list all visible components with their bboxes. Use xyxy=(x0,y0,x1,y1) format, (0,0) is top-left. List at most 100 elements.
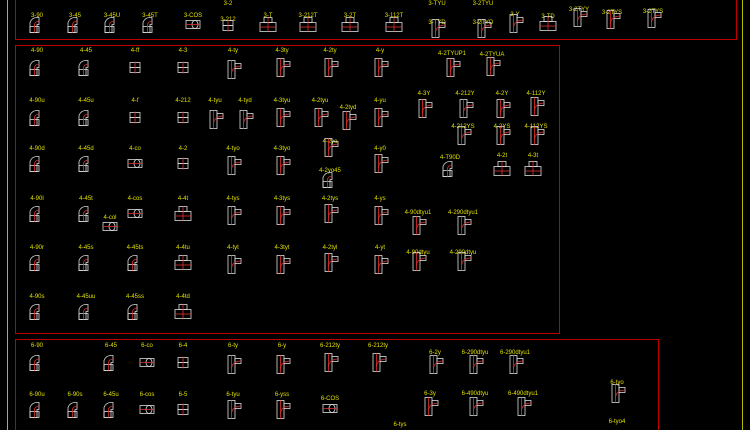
pipe-fitting-block-icon[interactable] xyxy=(102,15,122,40)
pipe-fitting-block-icon[interactable] xyxy=(320,204,340,229)
pipe-fitting-block-icon[interactable] xyxy=(27,253,47,278)
pipe-fitting-block-icon[interactable] xyxy=(513,397,533,422)
pipe-fitting-block-icon[interactable] xyxy=(384,15,404,40)
pipe-fitting-block-icon[interactable] xyxy=(408,252,428,277)
pipe-fitting-block-icon[interactable] xyxy=(173,353,193,378)
pipe-fitting-block-icon[interactable] xyxy=(27,302,47,327)
pipe-fitting-block-icon[interactable] xyxy=(643,9,663,34)
pipe-fitting-block-icon[interactable] xyxy=(492,126,512,151)
pipe-fitting-block-icon[interactable] xyxy=(453,252,473,277)
pipe-fitting-block-icon[interactable] xyxy=(408,216,428,241)
pipe-fitting-block-icon[interactable] xyxy=(340,15,360,40)
pipe-fitting-block-icon[interactable] xyxy=(140,15,160,40)
pipe-fitting-block-icon[interactable] xyxy=(125,58,145,83)
pipe-fitting-block-icon[interactable] xyxy=(223,156,243,181)
pipe-fitting-block-icon[interactable] xyxy=(538,14,558,39)
pipe-fitting-block-icon[interactable] xyxy=(453,126,473,151)
pipe-fitting-block-icon[interactable] xyxy=(526,126,546,151)
pipe-fitting-block-icon[interactable] xyxy=(27,400,47,425)
pipe-fitting-block-icon[interactable] xyxy=(27,15,47,40)
pipe-fitting-block-icon[interactable] xyxy=(272,255,292,280)
pipe-fitting-block-icon[interactable] xyxy=(27,204,47,229)
pipe-fitting-block-icon[interactable] xyxy=(223,255,243,280)
pipe-fitting-block-icon[interactable] xyxy=(320,170,340,195)
pipe-fitting-block-icon[interactable] xyxy=(442,58,462,83)
pipe-fitting-block-icon[interactable] xyxy=(370,108,390,133)
pipe-fitting-block-icon[interactable] xyxy=(368,353,388,378)
pipe-fitting-block-icon[interactable] xyxy=(338,111,358,136)
pipe-fitting-block-icon[interactable] xyxy=(76,58,96,83)
pipe-fitting-block-icon[interactable] xyxy=(320,353,340,378)
pipe-fitting-block-icon[interactable] xyxy=(65,400,85,425)
pipe-fitting-block-icon[interactable] xyxy=(320,253,340,278)
pipe-fitting-block-icon[interactable] xyxy=(173,253,193,278)
pipe-fitting-block-icon[interactable] xyxy=(125,204,145,229)
pipe-fitting-block-icon[interactable] xyxy=(218,16,238,41)
pipe-fitting-block-icon[interactable] xyxy=(370,206,390,231)
pipe-fitting-block-icon[interactable] xyxy=(370,255,390,280)
pipe-fitting-block-icon[interactable] xyxy=(173,58,193,83)
pipe-fitting-block-icon[interactable] xyxy=(414,99,434,124)
pipe-fitting-block-icon[interactable] xyxy=(101,353,121,378)
pipe-fitting-block-icon[interactable] xyxy=(137,400,157,425)
pipe-fitting-block-icon[interactable] xyxy=(569,8,589,33)
pipe-fitting-block-icon[interactable] xyxy=(65,15,85,40)
pipe-fitting-block-icon[interactable] xyxy=(473,19,493,44)
pipe-fitting-block-icon[interactable] xyxy=(453,216,473,241)
pipe-fitting-block-icon[interactable] xyxy=(125,302,145,327)
pipe-fitting-block-icon[interactable] xyxy=(101,400,121,425)
pipe-fitting-block-icon[interactable] xyxy=(310,108,330,133)
pipe-fitting-block-icon[interactable] xyxy=(320,138,340,163)
pipe-fitting-block-icon[interactable] xyxy=(272,108,292,133)
pipe-fitting-block-icon[interactable] xyxy=(523,159,543,184)
pipe-fitting-block-icon[interactable] xyxy=(125,154,145,179)
pipe-fitting-block-icon[interactable] xyxy=(370,154,390,179)
pipe-fitting-block-icon[interactable] xyxy=(173,154,193,179)
pipe-fitting-block-icon[interactable] xyxy=(492,99,512,124)
pipe-fitting-block-icon[interactable] xyxy=(173,400,193,425)
pipe-fitting-block-icon[interactable] xyxy=(258,15,278,40)
pipe-fitting-block-icon[interactable] xyxy=(173,108,193,133)
pipe-fitting-block-icon[interactable] xyxy=(27,108,47,133)
pipe-fitting-block-icon[interactable] xyxy=(223,355,243,380)
pipe-fitting-block-icon[interactable] xyxy=(492,159,512,184)
pipe-fitting-block-icon[interactable] xyxy=(272,58,292,83)
pipe-fitting-block-icon[interactable] xyxy=(27,353,47,378)
pipe-fitting-block-icon[interactable] xyxy=(272,400,292,425)
pipe-fitting-block-icon[interactable] xyxy=(76,302,96,327)
pipe-fitting-block-icon[interactable] xyxy=(440,159,460,184)
pipe-fitting-block-icon[interactable] xyxy=(76,204,96,229)
pipe-fitting-block-icon[interactable] xyxy=(223,60,243,85)
pipe-fitting-block-icon[interactable] xyxy=(427,19,447,44)
pipe-fitting-block-icon[interactable] xyxy=(27,154,47,179)
pipe-fitting-block-icon[interactable] xyxy=(223,206,243,231)
pipe-fitting-block-icon[interactable] xyxy=(602,10,622,35)
pipe-fitting-block-icon[interactable] xyxy=(125,108,145,133)
pipe-fitting-block-icon[interactable] xyxy=(298,15,318,40)
pipe-fitting-block-icon[interactable] xyxy=(607,384,627,409)
pipe-fitting-block-icon[interactable] xyxy=(76,253,96,278)
pipe-fitting-block-icon[interactable] xyxy=(425,355,445,380)
pipe-fitting-block-icon[interactable] xyxy=(205,110,225,135)
pipe-fitting-block-icon[interactable] xyxy=(370,58,390,83)
pipe-fitting-block-icon[interactable] xyxy=(100,217,120,242)
pipe-fitting-block-icon[interactable] xyxy=(272,206,292,231)
pipe-fitting-block-icon[interactable] xyxy=(183,15,203,40)
pipe-fitting-block-icon[interactable] xyxy=(320,58,340,83)
pipe-fitting-block-icon[interactable] xyxy=(173,302,193,327)
pipe-fitting-block-icon[interactable] xyxy=(137,353,157,378)
pipe-fitting-block-icon[interactable] xyxy=(505,14,525,39)
pipe-fitting-block-icon[interactable] xyxy=(465,397,485,422)
pipe-fitting-block-icon[interactable] xyxy=(235,110,255,135)
pipe-fitting-block-icon[interactable] xyxy=(505,355,525,380)
pipe-fitting-block-icon[interactable] xyxy=(223,400,243,425)
pipe-fitting-block-icon[interactable] xyxy=(125,253,145,278)
pipe-fitting-block-icon[interactable] xyxy=(76,154,96,179)
pipe-fitting-block-icon[interactable] xyxy=(482,57,502,82)
pipe-fitting-block-icon[interactable] xyxy=(455,99,475,124)
pipe-fitting-block-icon[interactable] xyxy=(76,108,96,133)
pipe-fitting-block-icon[interactable] xyxy=(272,355,292,380)
pipe-fitting-block-icon[interactable] xyxy=(420,397,440,422)
pipe-fitting-block-icon[interactable] xyxy=(320,399,340,424)
